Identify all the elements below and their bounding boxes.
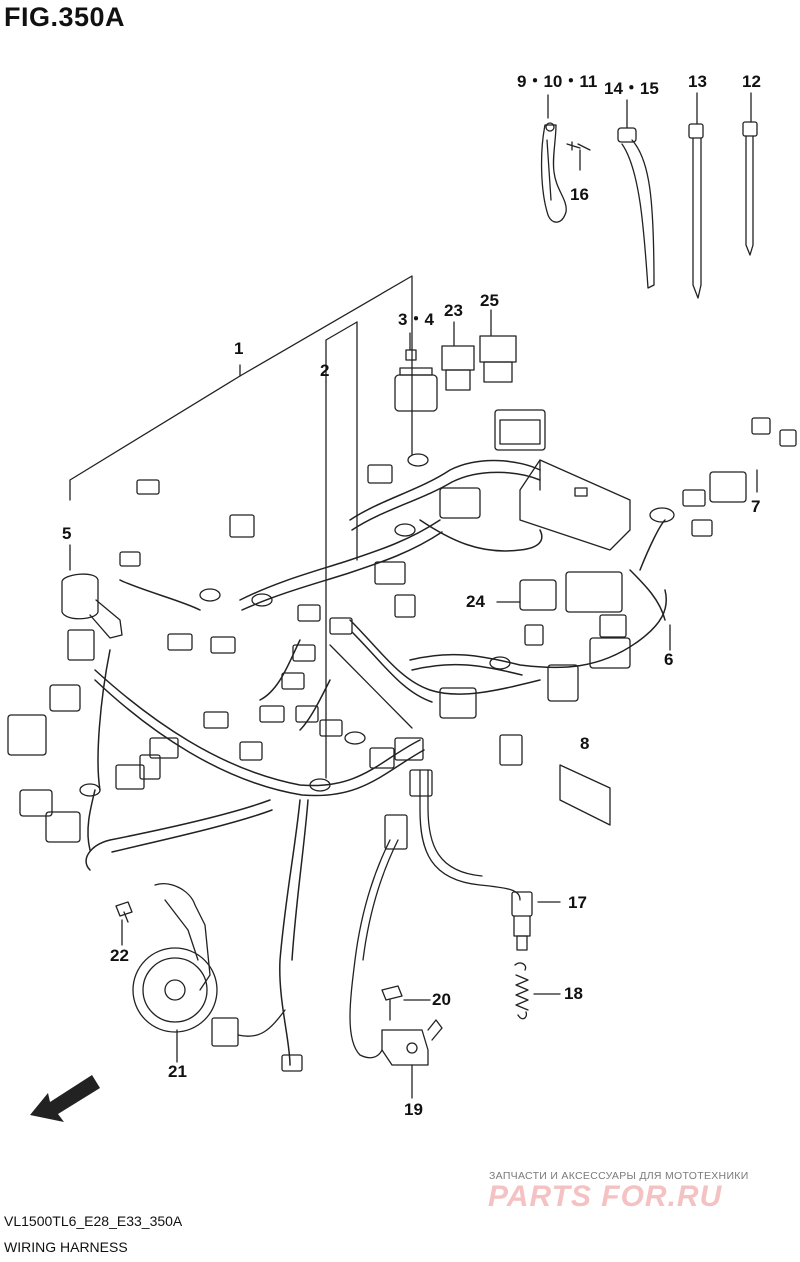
relay-part-25 xyxy=(479,335,517,383)
callout-14-15: 14・15 xyxy=(604,79,659,98)
callout-19: 19 xyxy=(404,1100,423,1119)
sensor-part-19 xyxy=(349,814,443,1066)
callout-18: 18 xyxy=(564,984,583,1003)
callout-16: 16 xyxy=(570,185,589,204)
harness-ties xyxy=(79,453,675,797)
fuse-part-3-4 xyxy=(405,349,417,361)
relay-part-24 xyxy=(519,571,623,613)
main-harness xyxy=(85,459,667,1066)
callout-22: 22 xyxy=(110,946,129,965)
relay-part-23 xyxy=(441,345,475,391)
forward-arrow-icon xyxy=(30,1075,100,1122)
callout-7: 7 xyxy=(751,497,761,516)
watermark-brand: PARTS FOR.RU xyxy=(488,1180,723,1213)
callout-2: 2 xyxy=(320,361,330,380)
cable-tie-part-14-15 xyxy=(617,127,655,289)
connectors xyxy=(7,417,797,843)
connector-cap-part-5 xyxy=(61,573,123,639)
cable-tie-part-12 xyxy=(742,121,758,256)
spring-part-18 xyxy=(514,962,529,1020)
screw-part-16 xyxy=(566,141,591,151)
callout-8: 8 xyxy=(580,734,590,753)
callout-9-10-11: 9・10・11 xyxy=(517,72,598,91)
watermark-tagline: ЗАПЧАСТИ И АКСЕССУАРЫ ДЛЯ МОТОТЕХНИКИ xyxy=(489,1170,749,1182)
model-code: VL1500TL6_E28_E33_350A xyxy=(4,1213,183,1229)
bolt-part-20 xyxy=(381,985,403,1021)
callout-25: 25 xyxy=(480,291,499,310)
callout-20: 20 xyxy=(432,990,451,1009)
wire-clamp-part-9-10-11 xyxy=(540,122,567,223)
figure-title: FIG.350A xyxy=(4,2,126,32)
callout-17: 17 xyxy=(568,893,587,912)
callout-3-4: 3・4 xyxy=(398,310,434,329)
fuse-box xyxy=(394,367,546,451)
callout-13: 13 xyxy=(688,72,707,91)
callout-23: 23 xyxy=(444,301,463,320)
callout-24: 24 xyxy=(466,592,485,611)
horn-part-21 xyxy=(132,883,303,1072)
callout-6: 6 xyxy=(664,650,674,669)
diagram-caption: WIRING HARNESS xyxy=(4,1239,128,1255)
cable-tie-part-13 xyxy=(688,123,704,299)
ecu-connector-block xyxy=(519,459,631,551)
label-plate-part-8 xyxy=(559,764,611,826)
callout-21: 21 xyxy=(168,1062,187,1081)
bolt-part-22 xyxy=(115,901,133,923)
switch-part-17 xyxy=(409,769,533,951)
callout-5: 5 xyxy=(62,524,72,543)
callout-1: 1 xyxy=(234,339,244,358)
callout-12: 12 xyxy=(742,72,761,91)
